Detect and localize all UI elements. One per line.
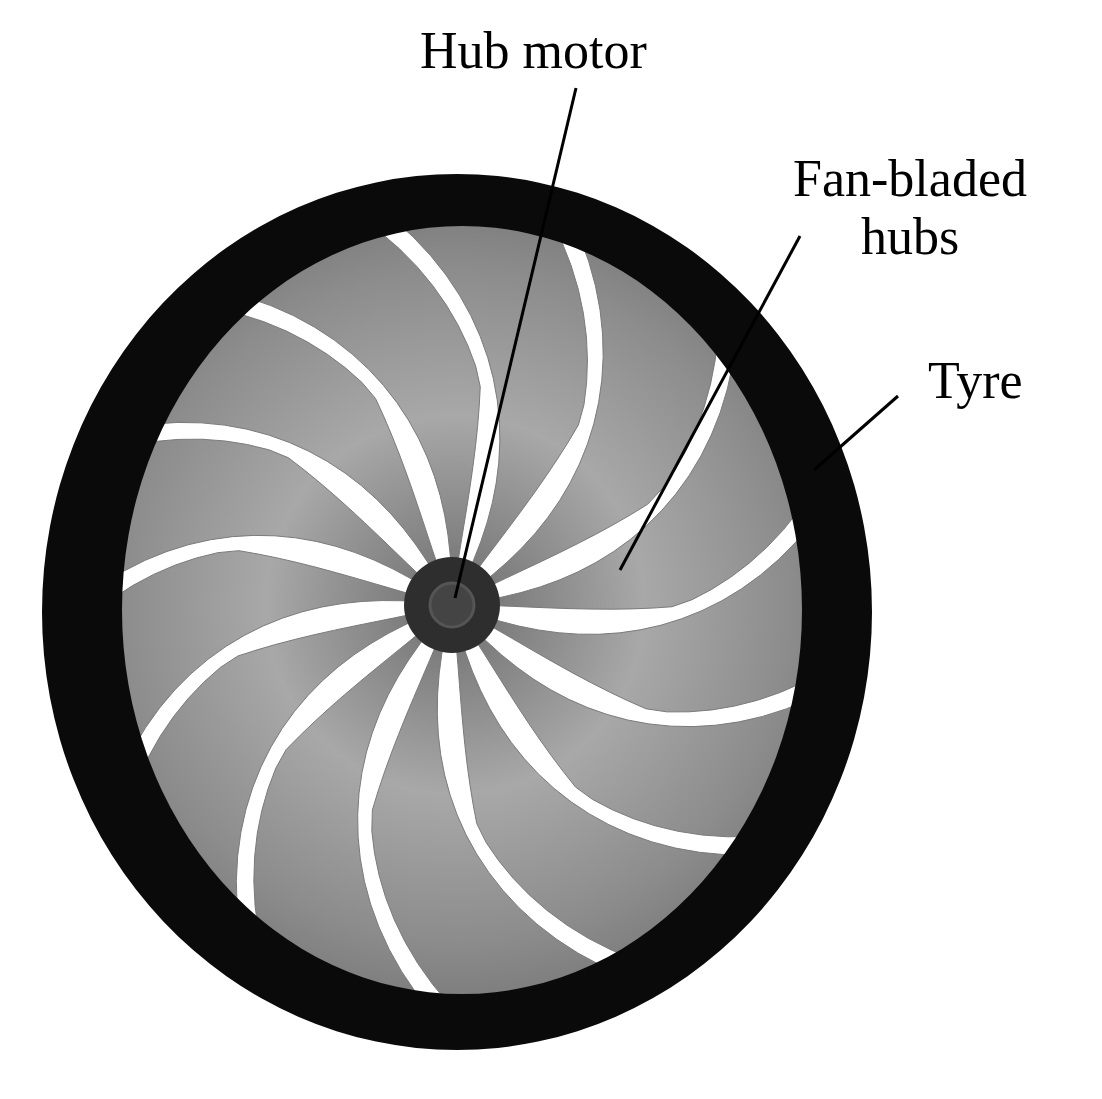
part-label: Hub motor xyxy=(420,22,760,80)
fan-blades xyxy=(22,170,892,1043)
part-label: Fan-bladed hubs xyxy=(740,150,1080,266)
tyre xyxy=(42,174,872,1050)
hub-axle xyxy=(430,583,474,627)
hub-motor xyxy=(404,557,500,653)
part-label: Tyre xyxy=(928,352,1088,410)
leader-line xyxy=(455,88,576,598)
leader-line xyxy=(814,396,898,470)
leader-line xyxy=(620,236,800,570)
